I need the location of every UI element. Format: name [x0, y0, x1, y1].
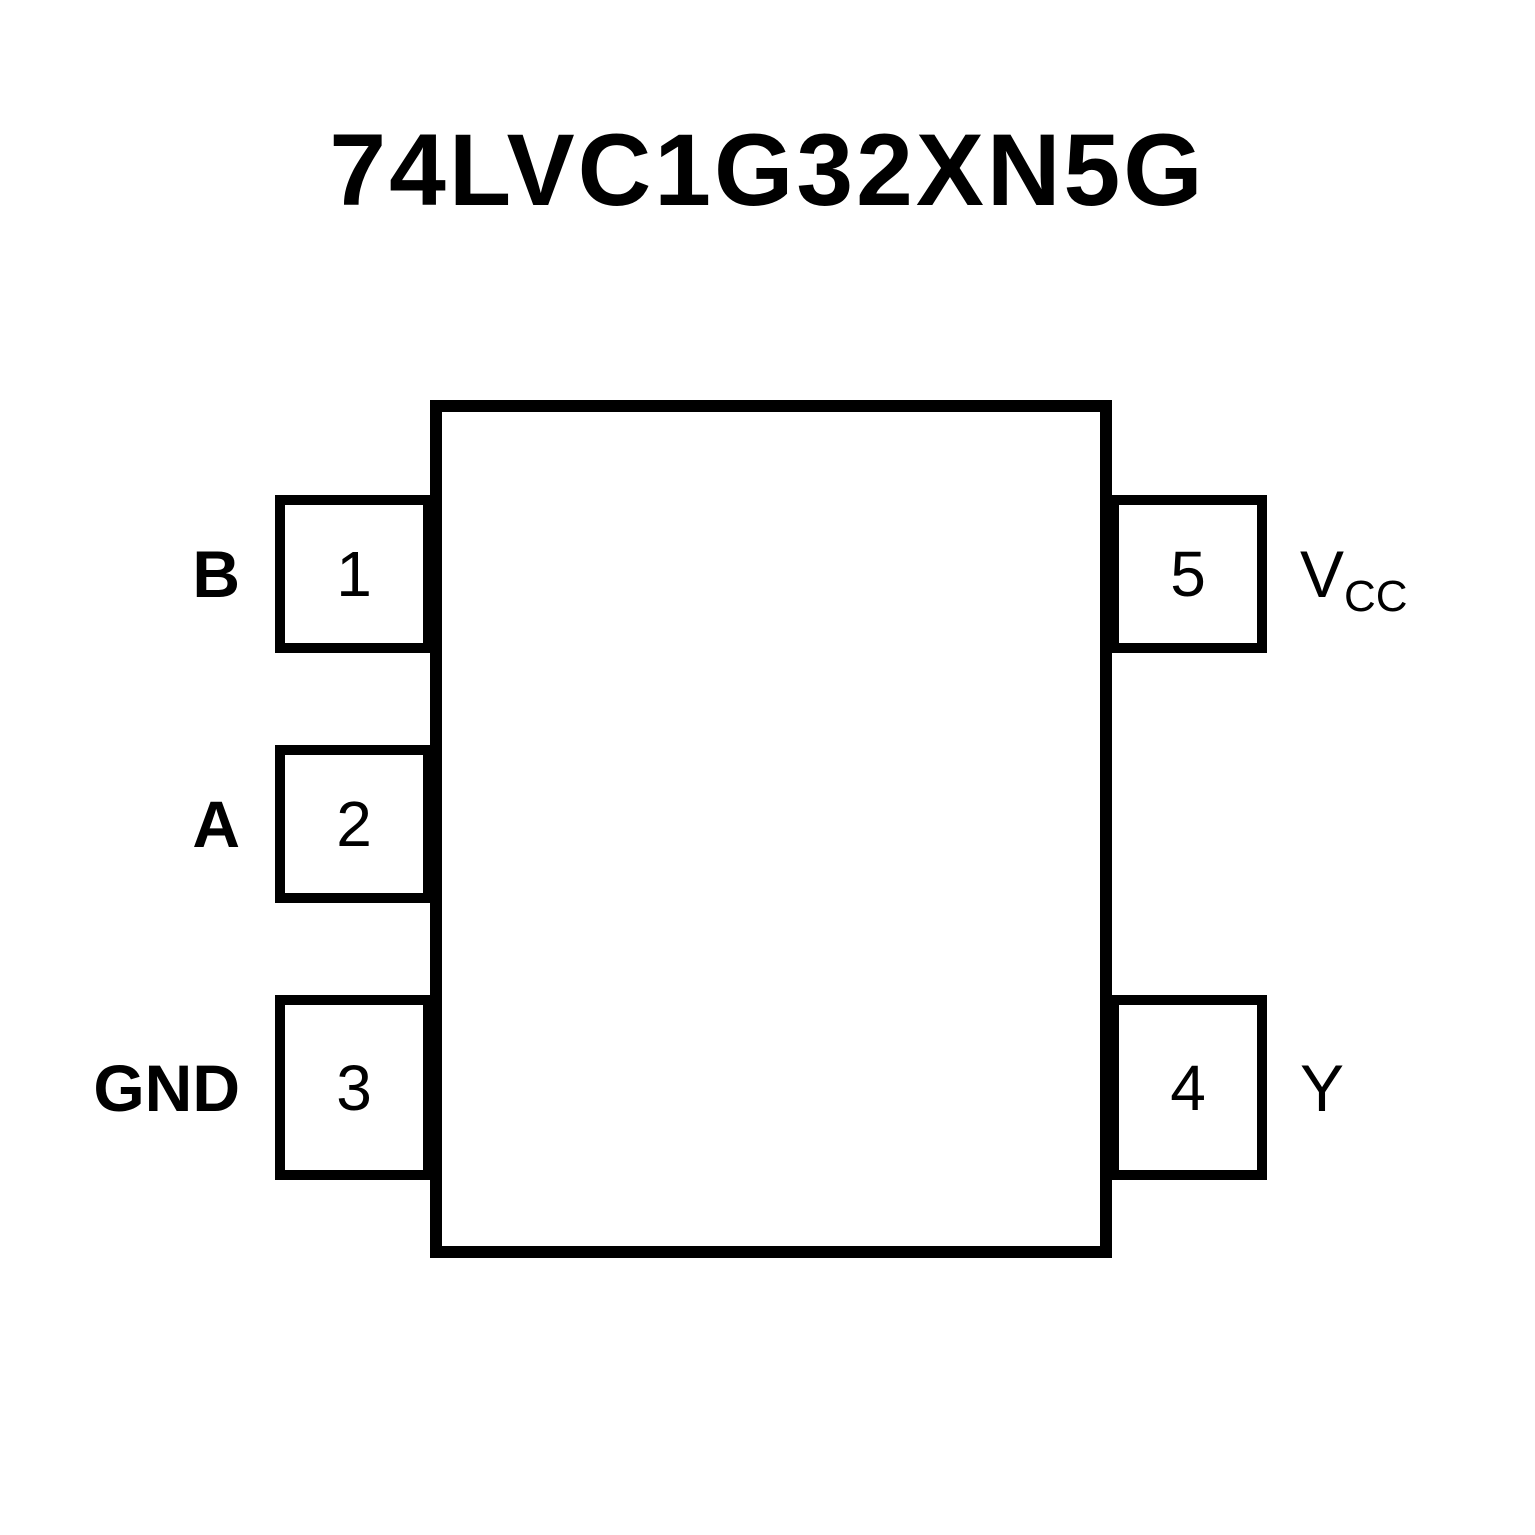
pin-1-label-text: B: [192, 537, 240, 611]
pin-3-number: 3: [336, 1051, 372, 1124]
chip-body: [430, 400, 1112, 1258]
pin-2-number: 2: [336, 788, 372, 860]
pin-3-label: GND: [55, 995, 240, 1180]
pin-4-box: 4: [1109, 995, 1267, 1180]
pin-5-label-text: V: [1300, 537, 1345, 611]
pin-5-label-subscript: CC: [1344, 572, 1408, 621]
pin-4-label: Y: [1300, 995, 1530, 1180]
pin-3-label-text: GND: [93, 1050, 240, 1125]
pin-2-label-text: A: [192, 787, 240, 861]
pin-1-number: 1: [336, 538, 372, 610]
pin-4-label-text: Y: [1300, 1050, 1345, 1125]
pin-1-box: 1: [275, 495, 433, 653]
chip-title: 74LVC1G32XN5G: [329, 113, 1206, 227]
pin-1-label: B: [55, 495, 240, 653]
pin-2-label: A: [55, 745, 240, 903]
pin-4-number: 4: [1170, 1051, 1206, 1124]
pin-5-label-wrapper: VCC: [1300, 536, 1408, 621]
pin-3-box: 3: [275, 995, 433, 1180]
pin-5-box: 5: [1109, 495, 1267, 653]
pin-4-label-wrapper: Y: [1300, 1050, 1344, 1126]
pin-5-label: VCC: [1300, 495, 1530, 653]
pin-5-number: 5: [1170, 538, 1206, 610]
pin-2-box: 2: [275, 745, 433, 903]
